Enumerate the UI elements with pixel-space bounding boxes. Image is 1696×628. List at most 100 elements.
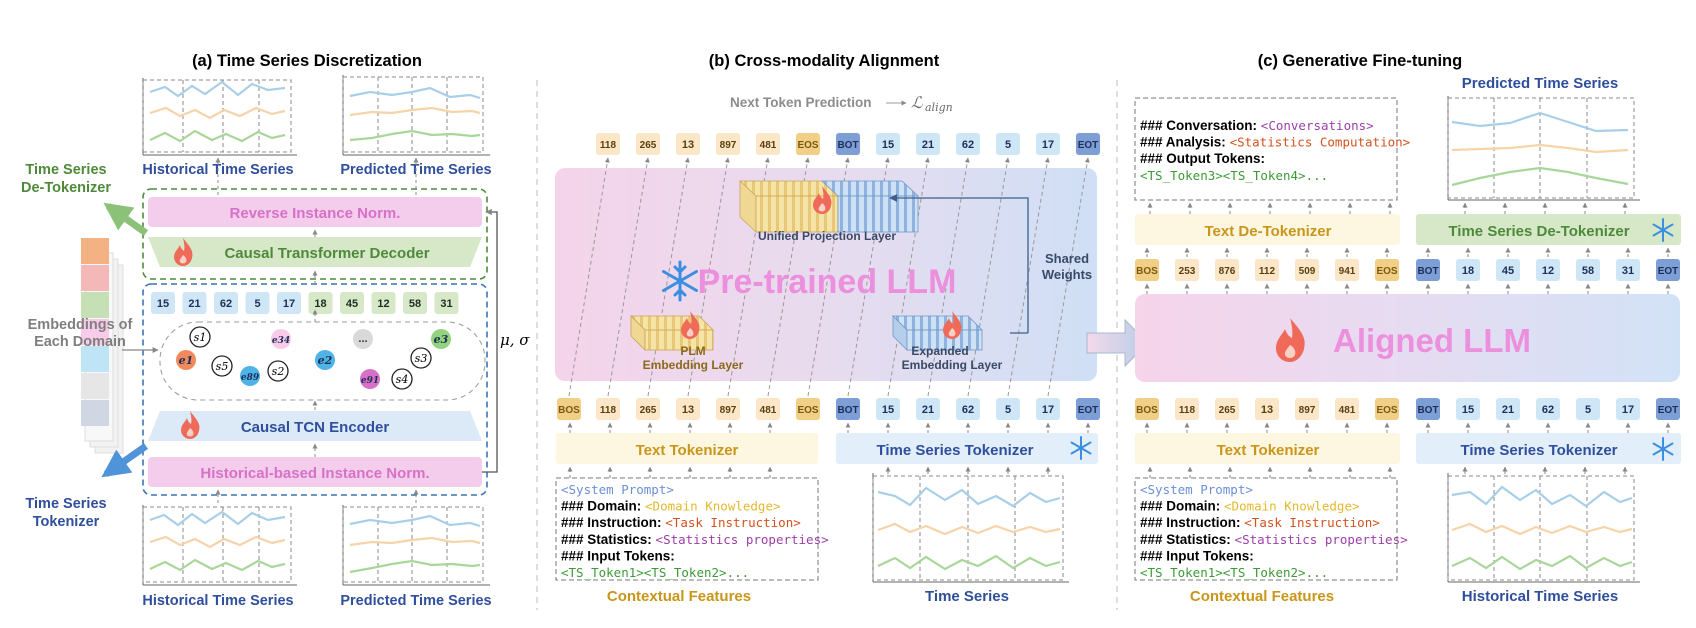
b-bottom-token-box — [796, 398, 820, 420]
b-bottom-token-box — [596, 398, 620, 420]
codebook-item: s2 — [267, 360, 289, 382]
b-bottom-token-box — [956, 398, 980, 420]
loss-main: ℒ — [911, 93, 923, 112]
b-top-token-label: EOT — [1078, 140, 1099, 151]
panel-c: (c) Generative Fine-tuning Predicted Tim… — [1134, 52, 1681, 605]
panel-a-token: 15 — [151, 292, 175, 314]
codebook-item-label: e1 — [179, 354, 194, 367]
b-top-token: 481 — [756, 133, 780, 155]
c-out-text-token-label: 941 — [1339, 266, 1356, 277]
panel-a-token-label: 58 — [409, 298, 421, 310]
c-in-ts-token: EOT — [1656, 398, 1680, 420]
panel-a-token: 18 — [308, 292, 333, 314]
c-output-line: ### Output Tokens: — [1140, 151, 1265, 166]
c-out-ts-token: 18 — [1456, 259, 1480, 281]
b-prompt-box — [555, 477, 819, 581]
embeddings-stack — [81, 238, 124, 454]
panel-a-token: 5 — [245, 292, 270, 314]
b-bottom-token-label: BOT — [837, 405, 858, 416]
c-out-text-token: 253 — [1175, 259, 1199, 281]
encoder-label: Causal TCN Encoder — [241, 419, 390, 436]
b-ts-tokenizer-label: Time Series Tokenizer — [876, 442, 1033, 459]
llm-snowflake-icon — [662, 260, 698, 302]
b-top-token-label: EOS — [797, 140, 818, 151]
panel-a-token: 45 — [340, 292, 364, 314]
codebook-capsule — [159, 321, 486, 401]
panel-a-token-label: 45 — [346, 298, 358, 310]
c-out-text-token-label: EOS — [1376, 266, 1397, 277]
b-top-token: 17 — [1036, 133, 1060, 155]
panel-a-token-box — [277, 292, 301, 314]
c-in-text-token-box — [1335, 398, 1359, 420]
b-prompt-line: ### Input Tokens: — [561, 548, 675, 563]
c-prompt-line: ### Domain: <Domain Knowledge> — [1140, 499, 1360, 514]
b-bottom-token: 21 — [916, 398, 940, 420]
panel-a-token-label: 21 — [188, 298, 200, 310]
c-in-ts-token: 21 — [1496, 398, 1520, 420]
aligned-llm-box — [1135, 294, 1680, 382]
mu-sigma-label: μ, σ — [500, 331, 530, 349]
codebook-item: ... — [353, 329, 373, 349]
codebook-item-label: s1 — [194, 331, 207, 344]
c-in-ts-token-label: EOT — [1658, 405, 1679, 416]
detokenizer-label-1: Time Series — [25, 162, 106, 178]
b-bottom-token: EOT — [1076, 398, 1100, 420]
b-top-token-label: 15 — [882, 139, 894, 151]
b-top-token-box — [916, 133, 940, 155]
c-prompt-text: <System Prompt> ### Domain: <Domain Knowl… — [1140, 482, 1408, 580]
plm-embedding-layer — [630, 311, 714, 351]
c-in-text-token-label: 13 — [1261, 404, 1273, 416]
b-top-token-label: 897 — [720, 140, 737, 151]
b-bottom-token-box — [836, 398, 860, 420]
c-in-text-token-label: 265 — [1219, 405, 1236, 416]
b-top-token: 62 — [956, 133, 980, 155]
c-out-ts-token-label: BOT — [1417, 266, 1438, 277]
panel-a-token-label: 62 — [220, 298, 232, 310]
panel-a-token-box — [434, 292, 459, 314]
c-out-ts-token-box — [1416, 259, 1440, 281]
c-in-ts-token-label: 21 — [1502, 404, 1514, 416]
b-top-token: 265 — [636, 133, 660, 155]
c-out-text-token: BOS — [1135, 259, 1159, 281]
b-top-token: 5 — [996, 133, 1020, 155]
b-top-token-label: BOT — [837, 140, 858, 151]
b-tokenizer-arrows — [567, 422, 1091, 478]
c-in-ts-token-box — [1456, 398, 1480, 420]
c-output-line: ### Conversation: <Conversations> — [1140, 118, 1374, 133]
panel-a-token-label: 5 — [254, 298, 260, 310]
c-in-text-token-box — [1175, 398, 1199, 420]
c-out-text-token-label: 112 — [1259, 266, 1276, 277]
c-output-line: <TS_Token3><TS_Token4>... — [1140, 168, 1328, 183]
unified-projection-label: Unified Projection Layer — [758, 229, 896, 243]
c-out-ts-token-label: 18 — [1462, 265, 1474, 277]
c-out-text-token-label: 876 — [1219, 266, 1236, 277]
c-ts-tokenizer-label: Time Series Tokenizer — [1460, 442, 1617, 459]
embeddings-label-1: Embeddings of — [28, 317, 133, 333]
c-in-ts-token: 5 — [1576, 398, 1600, 420]
panel-c-title: (c) Generative Fine-tuning — [1258, 52, 1462, 70]
c-prompt-line: <System Prompt> — [1140, 482, 1253, 497]
mu-sigma-line — [482, 208, 498, 473]
aligned-llm-fire-icon — [1276, 318, 1305, 362]
panel-a-token-box — [403, 292, 427, 314]
c-text-detokenizer-label: Text De-Tokenizer — [1205, 223, 1332, 240]
tokenizer-label-2: Tokenizer — [33, 514, 100, 530]
c-in-ts-token-box — [1416, 398, 1440, 420]
panel-a-token-box — [182, 292, 207, 314]
b-bottom-token-box — [557, 398, 581, 420]
llm-label: Pre-trained LLM — [698, 263, 957, 301]
c-in-text-token-label: 118 — [1179, 405, 1196, 416]
shared-weights-label-1: Shared — [1045, 251, 1089, 266]
b-text-tokenizer-label: Text Tokenizer — [636, 442, 739, 459]
c-out-text-token-box — [1215, 259, 1239, 281]
b-bottom-token-box — [1076, 398, 1100, 420]
b-bottom-token-label: BOS — [558, 405, 580, 416]
panel-a-token-label: 17 — [283, 298, 295, 310]
panel-a-token-box — [214, 292, 238, 314]
detokenizer-arrow — [103, 202, 149, 236]
plm-embedding-label-1: PLM — [680, 344, 705, 358]
shared-weights-label-2: Weights — [1042, 267, 1092, 282]
c-in-ts-token-box — [1656, 398, 1680, 420]
